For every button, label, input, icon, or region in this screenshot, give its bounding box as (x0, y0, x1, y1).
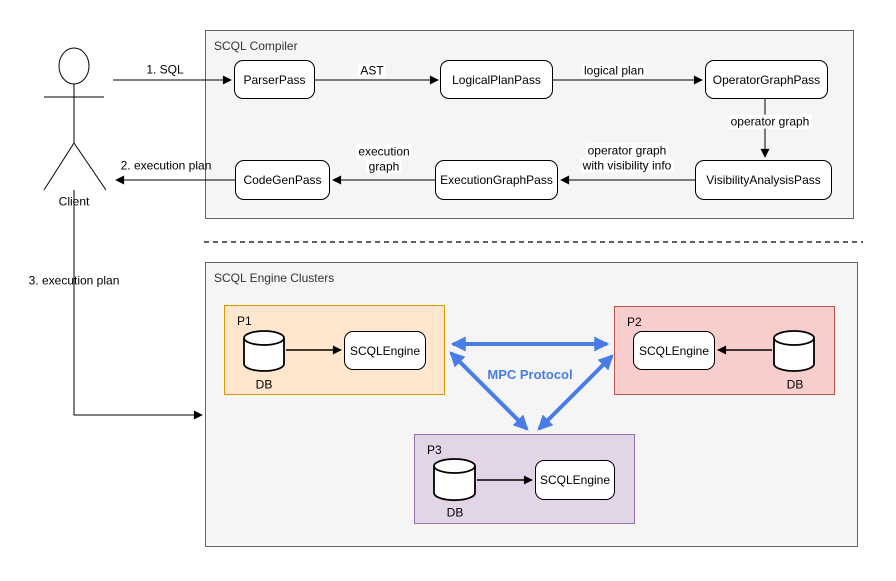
label-db-p1: DB (255, 377, 273, 392)
label-db-p3: DB (446, 505, 464, 520)
node-visibility-analysis-pass: VisibilityAnalysisPass (695, 160, 832, 200)
label-execution-plan-out: 2. execution plan (120, 158, 212, 173)
label-mpc-protocol: MPC Protocol (487, 367, 573, 383)
label-execution-graph: execution graph (356, 144, 412, 174)
label-db-p2: DB (786, 377, 804, 392)
label-client: Client (58, 194, 90, 209)
label-sql-message: 1. SQL (146, 62, 184, 77)
node-codegen-pass: CodeGenPass (235, 160, 330, 200)
label-execution-plan-down: 3. execution plan (28, 273, 120, 288)
label-operator-graph: operator graph (728, 114, 812, 129)
client-actor-icon (43, 47, 107, 191)
label-operator-graph-with-visibility: operator graph with visibility info (580, 143, 674, 173)
execution-plan-down-arrow (73, 190, 203, 420)
node-parser-pass: ParserPass (234, 60, 315, 99)
engine-clusters-title: SCQL Engine Clusters (214, 271, 335, 285)
node-scql-engine-p2: SCQLEngine (633, 331, 715, 370)
label-logical-plan: logical plan (581, 63, 647, 78)
label-ast: AST (358, 63, 386, 78)
party-p3-label: P3 (427, 443, 442, 457)
node-scql-engine-p1: SCQLEngine (344, 331, 426, 370)
party-p2-label: P2 (627, 315, 642, 329)
compiler-title: SCQL Compiler (214, 39, 298, 53)
node-operator-graph-pass: OperatorGraphPass (705, 60, 828, 99)
node-logical-plan-pass: LogicalPlanPass (440, 60, 553, 99)
node-execution-graph-pass: ExecutionGraphPass (435, 160, 558, 200)
node-scql-engine-p3: SCQLEngine (535, 460, 615, 500)
party-p1-label: P1 (237, 314, 252, 328)
